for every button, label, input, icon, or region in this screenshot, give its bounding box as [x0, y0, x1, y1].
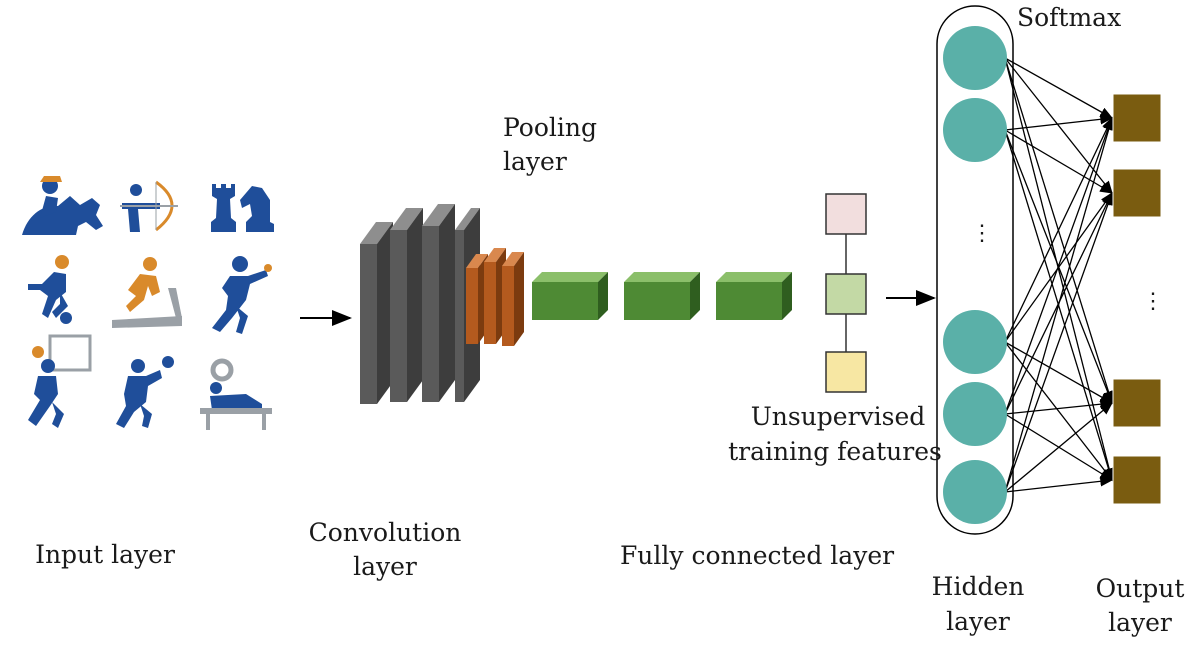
- pool-map-3: [502, 252, 524, 346]
- output-ellipsis: ⋮: [1142, 289, 1164, 314]
- archery-icon: [120, 180, 178, 232]
- chess-icon: [211, 184, 274, 232]
- connection-0-0: [1004, 57, 1114, 119]
- feature-box-pink: [825, 193, 867, 235]
- connection-2-0: [1004, 116, 1113, 343]
- input-images: [22, 176, 274, 430]
- hidden-neuron-3: [943, 310, 1007, 374]
- output-layer-label-line2: layer: [1108, 608, 1172, 637]
- pooling-layer-label-line2: layer: [503, 147, 567, 176]
- output-neuron-4: [1112, 455, 1162, 505]
- pooling-block: [466, 248, 524, 346]
- fully-connected-label: Fully connected layer: [620, 541, 894, 570]
- feature-box-yellow: [825, 351, 867, 393]
- fc-box-1: [532, 272, 608, 320]
- connection-3-0: [1004, 116, 1113, 415]
- weightlifting-icon: [200, 358, 272, 430]
- hidden-neuron-4: [943, 382, 1007, 446]
- pooling-layer-label-line1: Pooling: [503, 113, 597, 142]
- output-neuron-2: [1112, 168, 1162, 218]
- softmax-label: Softmax: [1017, 3, 1121, 32]
- equestrian-icon: [22, 176, 103, 235]
- conv-map-1: [360, 222, 393, 404]
- feature-box-green: [825, 273, 867, 315]
- connection-4-0: [1004, 116, 1114, 493]
- output-neuron-3: [1112, 378, 1162, 428]
- fully-connected-block: [532, 272, 792, 320]
- basketball-icon: [28, 334, 92, 428]
- fc-box-3: [716, 272, 792, 320]
- output-neurons: [1112, 93, 1162, 505]
- baseball-icon: [212, 256, 272, 334]
- table-tennis-icon: [116, 356, 174, 428]
- unsupervised-label-line2: training features: [728, 437, 942, 466]
- hidden-layer-label-line1: Hidden: [932, 572, 1025, 601]
- treadmill-icon: [112, 257, 182, 328]
- hidden-neuron-5: [943, 460, 1007, 524]
- output-layer-label-line1: Output: [1096, 574, 1185, 603]
- connection-0-1: [1004, 57, 1113, 195]
- hidden-layer-capsule: [936, 5, 1014, 535]
- connection-3-2: [1004, 399, 1114, 415]
- connections: [1004, 57, 1115, 493]
- connection-4-1: [1004, 191, 1113, 493]
- output-neuron-1: [1112, 93, 1162, 143]
- connection-1-0: [1004, 114, 1114, 131]
- hidden-neurons: [943, 26, 1007, 524]
- convolution-block: [360, 204, 480, 404]
- unsupervised-features: [825, 193, 867, 393]
- conv-map-3: [422, 204, 455, 402]
- convolution-layer-label-line1: Convolution: [309, 518, 462, 547]
- hidden-layer-label-line2: layer: [946, 607, 1010, 636]
- unsupervised-label-line1: Unsupervised: [751, 402, 926, 431]
- connection-4-2: [1004, 402, 1113, 493]
- input-layer-label: Input layer: [35, 540, 175, 569]
- conv-map-2: [390, 208, 423, 402]
- fc-box-2: [624, 272, 700, 320]
- hidden-ellipsis: ⋮: [971, 221, 993, 246]
- hidden-neuron-1: [943, 26, 1007, 90]
- connection-4-3: [1004, 476, 1114, 493]
- hidden-neuron-2: [943, 98, 1007, 162]
- convolution-layer-label-line2: layer: [353, 552, 417, 581]
- football-icon: [28, 255, 72, 324]
- connection-2-2: [1004, 341, 1114, 404]
